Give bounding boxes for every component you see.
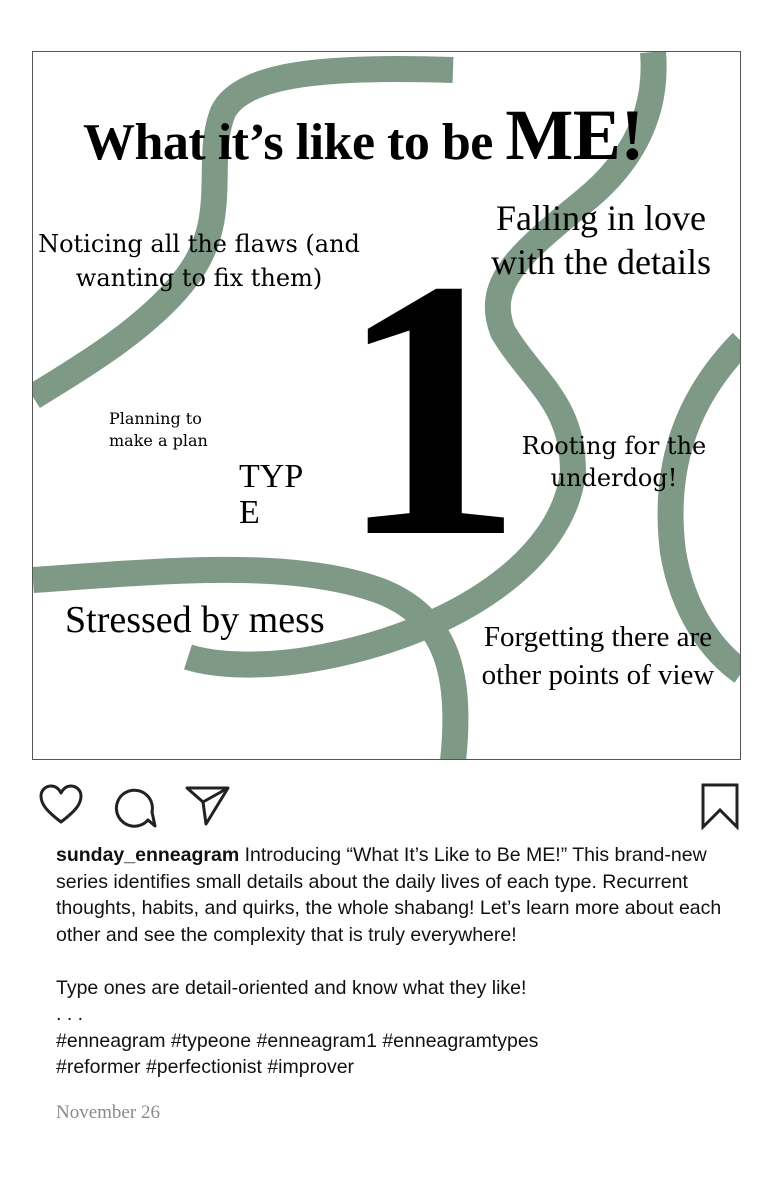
comment-icon[interactable] xyxy=(112,784,158,830)
paper-plane-icon[interactable] xyxy=(184,784,232,828)
username-link[interactable]: sunday_enneagram xyxy=(56,844,240,866)
trait-flaws: Noticing all the flaws (and wanting to f… xyxy=(38,230,360,292)
caption-line2: Type ones are detail-oriented and know w… xyxy=(56,976,527,999)
hashtags-line1[interactable]: #enneagram #typeone #enneagram1 #enneagr… xyxy=(56,1029,539,1052)
type-number: 1 xyxy=(338,204,523,614)
post-actions xyxy=(0,780,780,836)
caption-intro: Introducing “What It’s Like to Be ME!” T… xyxy=(56,844,722,946)
trait-mess: Stressed by mess xyxy=(65,599,325,641)
hashtags-line2[interactable]: #reformer #perfectionist #improver xyxy=(56,1056,355,1078)
trait-forget: Forgetting there are other points of vie… xyxy=(481,621,715,691)
trait-details: Falling in love with the details xyxy=(491,198,711,282)
bookmark-icon[interactable] xyxy=(700,782,740,830)
caption-dots: . . . xyxy=(56,1003,84,1025)
trait-underdog: Rooting for the underdog! xyxy=(521,432,707,492)
background-stripes xyxy=(33,52,740,759)
post-date: November 26 xyxy=(56,1102,160,1123)
post-image[interactable]: What it’s like to be ME! Noticing all th… xyxy=(32,51,741,760)
post-caption: sunday_enneagram Introducing “What It’s … xyxy=(56,842,736,1081)
heart-icon[interactable] xyxy=(38,784,84,826)
trait-plan: Planning to make a plan xyxy=(109,409,208,450)
post-title: What it’s like to be ME! xyxy=(83,95,644,175)
post-title-emphasis: ME! xyxy=(505,95,644,175)
